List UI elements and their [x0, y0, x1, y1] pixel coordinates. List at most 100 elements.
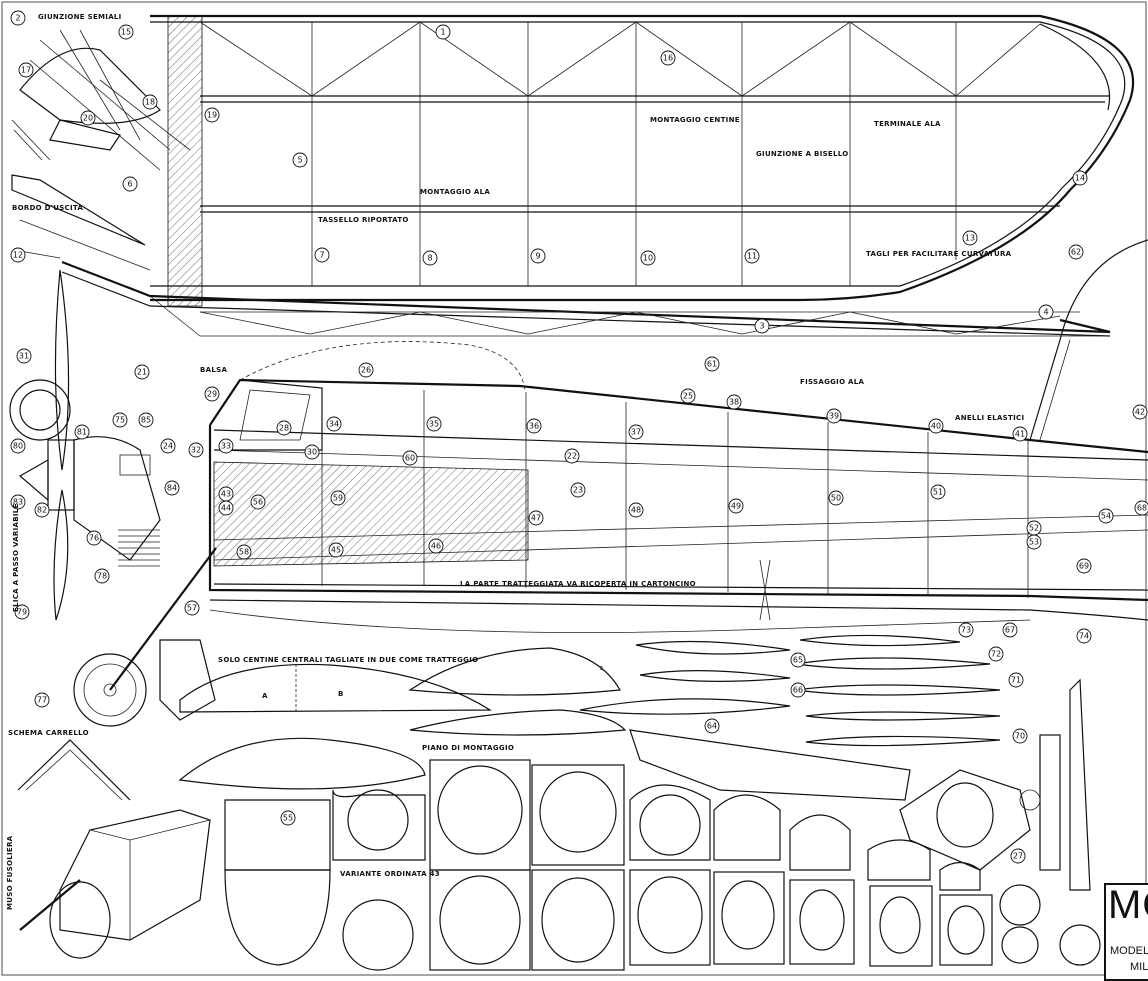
callout-19: 19 [204, 107, 220, 123]
callout-number: 23 [573, 486, 583, 495]
callout-41: 41 [1012, 426, 1028, 442]
callout-circle [218, 438, 234, 454]
callout-number: 72 [991, 650, 1001, 659]
callout-number: 22 [567, 452, 577, 461]
callout-56: 56 [250, 494, 266, 510]
callout-circle [744, 248, 760, 264]
callout-46: 46 [428, 538, 444, 554]
callout-circle [628, 502, 644, 518]
callout-number: 39 [829, 412, 839, 421]
callout-40: 40 [928, 418, 944, 434]
callout-22: 22 [564, 448, 580, 464]
callout-14: 14 [1072, 170, 1088, 186]
rib-parts [178, 647, 627, 790]
callout-number: 44 [221, 504, 231, 513]
label-tassello: TASSELLO RIPORTATO [318, 216, 409, 224]
callout-62: 62 [1068, 244, 1084, 260]
callout-68: 68 [1134, 500, 1148, 516]
callout-circle [18, 62, 34, 78]
callout-number: 31 [19, 352, 29, 361]
callout-number: 53 [1029, 538, 1039, 547]
callout-circle [528, 510, 544, 526]
callout-number: 37 [631, 428, 641, 437]
callout-circle [435, 24, 451, 40]
callout-15: 15 [118, 24, 134, 40]
callout-circle [280, 810, 296, 826]
callout-7: 7 [314, 247, 330, 263]
callout-28: 28 [276, 420, 292, 436]
callout-circle [640, 250, 656, 266]
callout-number: 45 [331, 546, 341, 555]
rib-label-e: E [600, 666, 603, 672]
callout-number: 71 [1011, 676, 1021, 685]
callout-number: 78 [97, 572, 107, 581]
callout-circle [10, 438, 26, 454]
label-bordo-uscita: BORDO D'USCITA [12, 204, 83, 212]
callout-circle [10, 247, 26, 263]
callout-circle [704, 718, 720, 734]
callout-77: 77 [34, 692, 50, 708]
callout-85: 85 [138, 412, 154, 428]
callout-11: 11 [744, 248, 760, 264]
callout-42: 42 [1132, 404, 1148, 420]
callout-circle [988, 646, 1004, 662]
callout-circle [1012, 426, 1028, 442]
callout-57: 57 [184, 600, 200, 616]
callout-circle [138, 412, 154, 428]
fuselage-former-parts [224, 759, 1101, 971]
callout-59: 59 [330, 490, 346, 506]
callout-25: 25 [680, 388, 696, 404]
callout-32: 32 [188, 442, 204, 458]
callout-number: 35 [429, 420, 439, 429]
callout-circle [184, 600, 200, 616]
callout-number: 46 [431, 542, 441, 551]
callout-circle [86, 530, 102, 546]
callout-23: 23 [570, 482, 586, 498]
callout-circle [704, 356, 720, 372]
callout-33: 33 [218, 438, 234, 454]
title-block: MO MODELLI MIL [1104, 883, 1148, 981]
label-montaggio-ala: MONTAGGIO ALA [420, 188, 490, 196]
callout-number: 11 [747, 252, 757, 261]
callout-circle [142, 94, 158, 110]
callout-circle [1076, 558, 1092, 574]
callout-number: 60 [405, 454, 415, 463]
callout-number: 9 [535, 252, 540, 261]
callout-number: 28 [279, 424, 289, 433]
wing-joint-detail [11, 29, 191, 171]
callout-circle [276, 420, 292, 436]
callout-38: 38 [726, 394, 742, 410]
callout-number: 50 [831, 494, 841, 503]
callout-circle [292, 152, 308, 168]
callout-number: 1 [440, 28, 445, 37]
callout-circle [1008, 672, 1024, 688]
callout-number: 48 [631, 506, 641, 515]
callout-circle [426, 416, 442, 432]
callout-number: 34 [329, 420, 339, 429]
callout-number: 74 [1079, 632, 1089, 641]
fuselage-side [208, 239, 1148, 633]
callout-circle [1072, 170, 1088, 186]
callout-circle [1068, 244, 1084, 260]
callout-circle [34, 692, 50, 708]
callout-circle [728, 498, 744, 514]
callout-number: 84 [167, 484, 177, 493]
text-labels: GIUNZIONE SEMIALI BORDO D'USCITA TASSELL… [6, 13, 1024, 910]
callout-64: 64 [704, 718, 720, 734]
callout-number: 43 [221, 490, 231, 499]
callout-circle [118, 24, 134, 40]
callout-circle [680, 388, 696, 404]
callout-17: 17 [18, 62, 34, 78]
callout-number: 57 [187, 604, 197, 613]
callout-number: 52 [1029, 524, 1039, 533]
callout-number: 79 [17, 608, 27, 617]
callout-circle [930, 484, 946, 500]
callout-circle [14, 604, 30, 620]
callout-number: 2 [15, 14, 20, 23]
callout-84: 84 [164, 480, 180, 496]
label-muso-fusoliera: MUSO FUSOLIERA [6, 835, 14, 910]
callout-circle [958, 622, 974, 638]
callout-circle [422, 250, 438, 266]
